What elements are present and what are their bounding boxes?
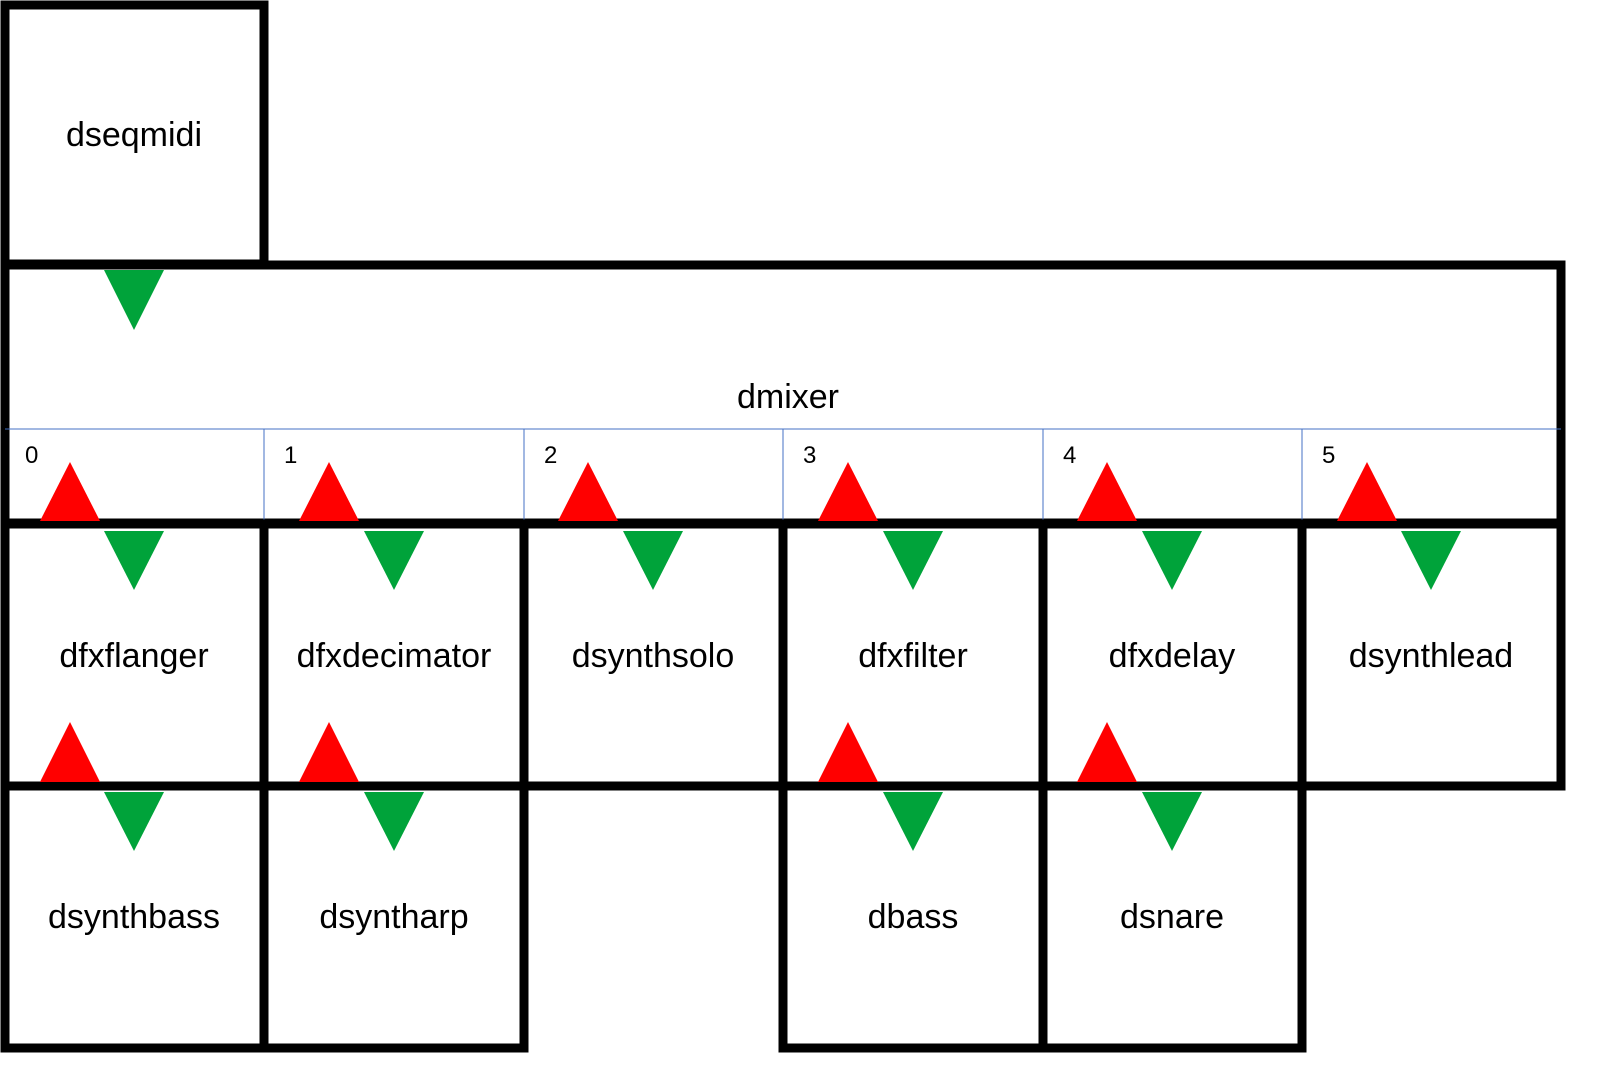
dfxfilter-label: dfxfilter <box>858 637 968 675</box>
up-arrow-icon <box>40 462 100 521</box>
down-arrow-icon <box>883 531 943 590</box>
down-arrow-icon <box>883 792 943 851</box>
up-arrow-icon <box>1077 722 1137 782</box>
dbass-label: dbass <box>868 898 959 936</box>
channel-number-0: 0 <box>25 442 38 469</box>
dsynthlead-label: dsynthlead <box>1349 637 1513 675</box>
dsynthlead-module: dsynthlead <box>1297 519 1566 791</box>
channel-number-1: 1 <box>284 442 297 469</box>
down-arrow-icon <box>1142 531 1202 590</box>
up-arrow-icon <box>299 722 359 782</box>
dsyntharp-module: dsyntharp <box>259 781 529 1053</box>
dsynthbass-label: dsynthbass <box>48 898 220 936</box>
down-arrow-icon <box>1142 792 1202 851</box>
dsnare-module: dsnare <box>1038 781 1307 1053</box>
dmixer-label: dmixer <box>737 378 839 416</box>
down-arrow-icon <box>104 531 164 590</box>
dmixer-module: dmixer 0 1 2 3 4 5 <box>0 260 1566 528</box>
up-arrows <box>40 462 1397 782</box>
down-arrow-icon <box>1401 531 1461 590</box>
down-arrows <box>104 270 1461 851</box>
dfxdecimator-label: dfxdecimator <box>297 637 492 675</box>
up-arrow-icon <box>40 722 100 782</box>
dseqmidi-module: dseqmidi <box>0 0 269 269</box>
dfxflanger-label: dfxflanger <box>59 637 208 675</box>
dsynthbass-module: dsynthbass <box>0 781 269 1053</box>
channel-number-4: 4 <box>1063 442 1076 469</box>
up-arrow-icon <box>1337 462 1397 521</box>
down-arrow-icon <box>364 531 424 590</box>
dsnare-label: dsnare <box>1120 898 1224 936</box>
channel-number-5: 5 <box>1322 442 1335 469</box>
up-arrow-icon <box>818 722 878 782</box>
up-arrow-icon <box>299 462 359 521</box>
mixer-channel-dividers <box>5 428 1561 523</box>
up-arrow-icon <box>1077 462 1137 521</box>
up-arrow-icon <box>818 462 878 521</box>
mixer-channel-numbers: 0 1 2 3 4 5 <box>25 442 1335 469</box>
channel-number-2: 2 <box>544 442 557 469</box>
dsyntharp-label: dsyntharp <box>319 898 468 936</box>
down-arrow-icon <box>104 792 164 851</box>
dsynthsolo-label: dsynthsolo <box>572 637 735 675</box>
down-arrow-icon <box>623 531 683 590</box>
dfxdelay-label: dfxdelay <box>1109 637 1236 675</box>
up-arrow-icon <box>558 462 618 521</box>
down-arrow-icon <box>104 270 164 330</box>
dseqmidi-label: dseqmidi <box>66 116 202 154</box>
channel-number-3: 3 <box>803 442 816 469</box>
down-arrow-icon <box>364 792 424 851</box>
